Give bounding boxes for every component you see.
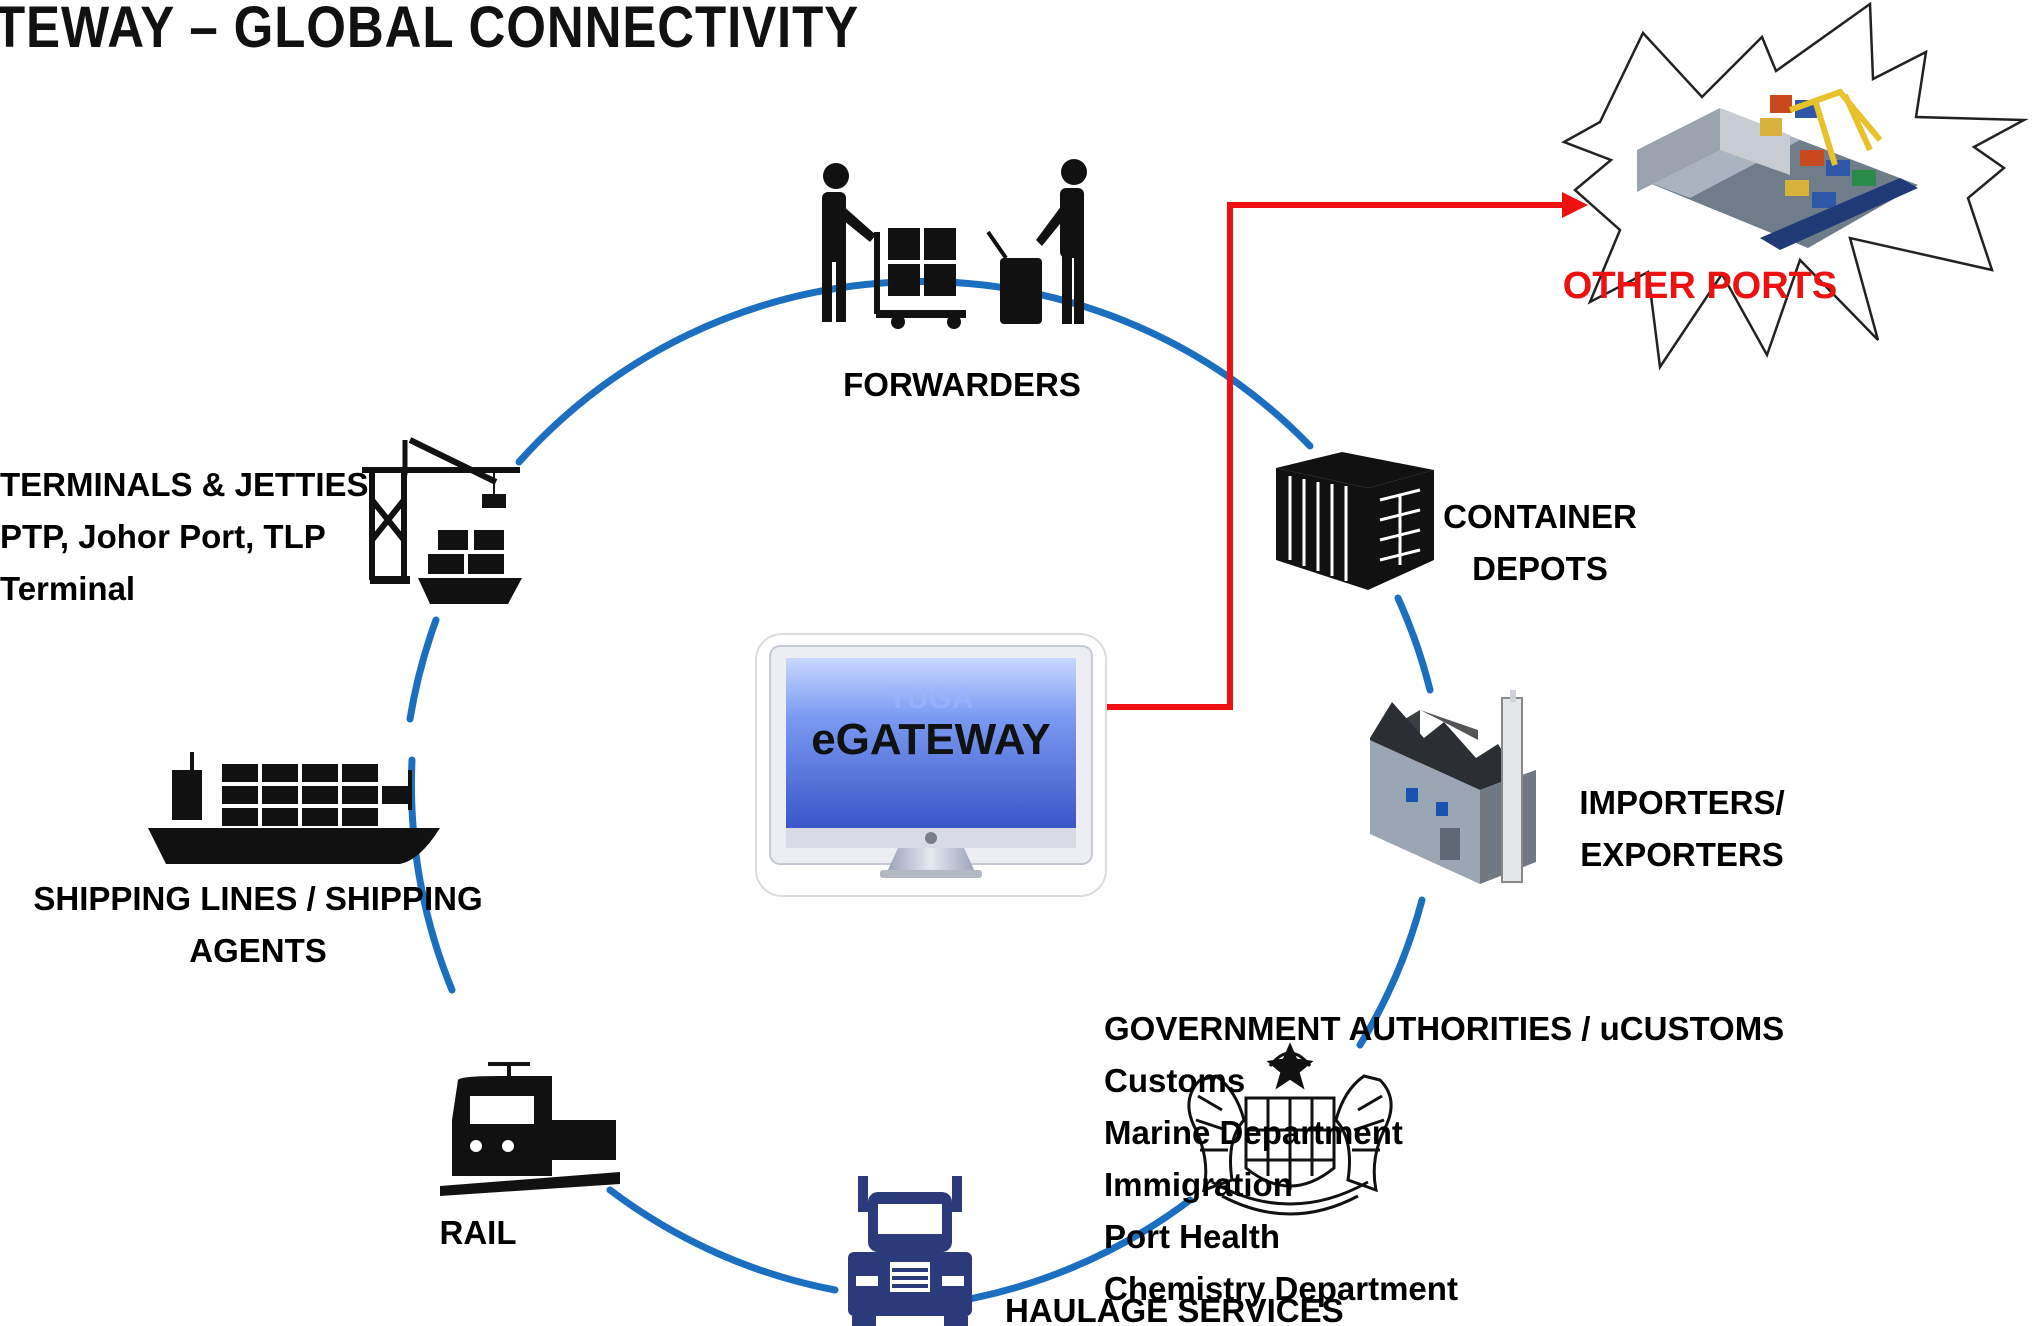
crane-ship-icon (362, 437, 522, 604)
screen-faded-logo: TUGA (889, 682, 974, 715)
terminals-label-line2: PTP, Johor Port, TLP (0, 518, 326, 555)
government-label-line5: Port Health (1104, 1218, 1280, 1255)
government-label-line6: Chemistry Department (1104, 1270, 1458, 1307)
truck-icon (848, 1176, 972, 1326)
importers-label-line2: EXPORTERS (1580, 836, 1784, 873)
forwarders-label: FORWARDERS (843, 366, 1081, 403)
page-title: TEWAY – GLOBAL CONNECTIVITY (0, 0, 860, 60)
coat-of-arms-icon (1187, 1042, 1393, 1216)
government-label-line1: GOVERNMENT AUTHORITIES / uCUSTOMS (1104, 1010, 1784, 1047)
government-label-line4: Immigration (1104, 1166, 1293, 1203)
other-ports-label: OTHER PORTS (1563, 265, 1837, 307)
importers-label-line1: IMPORTERS/ (1579, 784, 1784, 821)
container-ship-icon (148, 752, 440, 864)
port-terminal-icon (1637, 88, 1918, 250)
shipping-label-line1: SHIPPING LINES / SHIPPING (33, 880, 482, 917)
connector-line (1103, 202, 1567, 710)
terminals-label-line3: Terminal (0, 570, 135, 607)
egateway-label: eGATEWAY (811, 715, 1051, 764)
government-label-line3: Marine Department (1104, 1114, 1403, 1151)
factory-icon (1370, 690, 1536, 884)
people-boxes-icon (822, 159, 1087, 329)
shipping-label-line2: AGENTS (189, 932, 327, 969)
train-icon (440, 1062, 620, 1196)
rail-label: RAIL (440, 1214, 517, 1251)
container-icon (1276, 452, 1434, 590)
terminals-label-line1: TERMINALS & JETTIES (0, 466, 369, 503)
container-depots-label-line2: DEPOTS (1472, 550, 1608, 587)
haulage-label: HAULAGE SERVICES (1005, 1292, 1344, 1326)
government-label-line2: Customs (1104, 1062, 1245, 1099)
container-depots-label-line1: CONTAINER (1443, 498, 1637, 535)
monitor-icon: TUGA eGATEWAY (755, 633, 1107, 897)
connector-arrowhead (1562, 192, 1588, 218)
